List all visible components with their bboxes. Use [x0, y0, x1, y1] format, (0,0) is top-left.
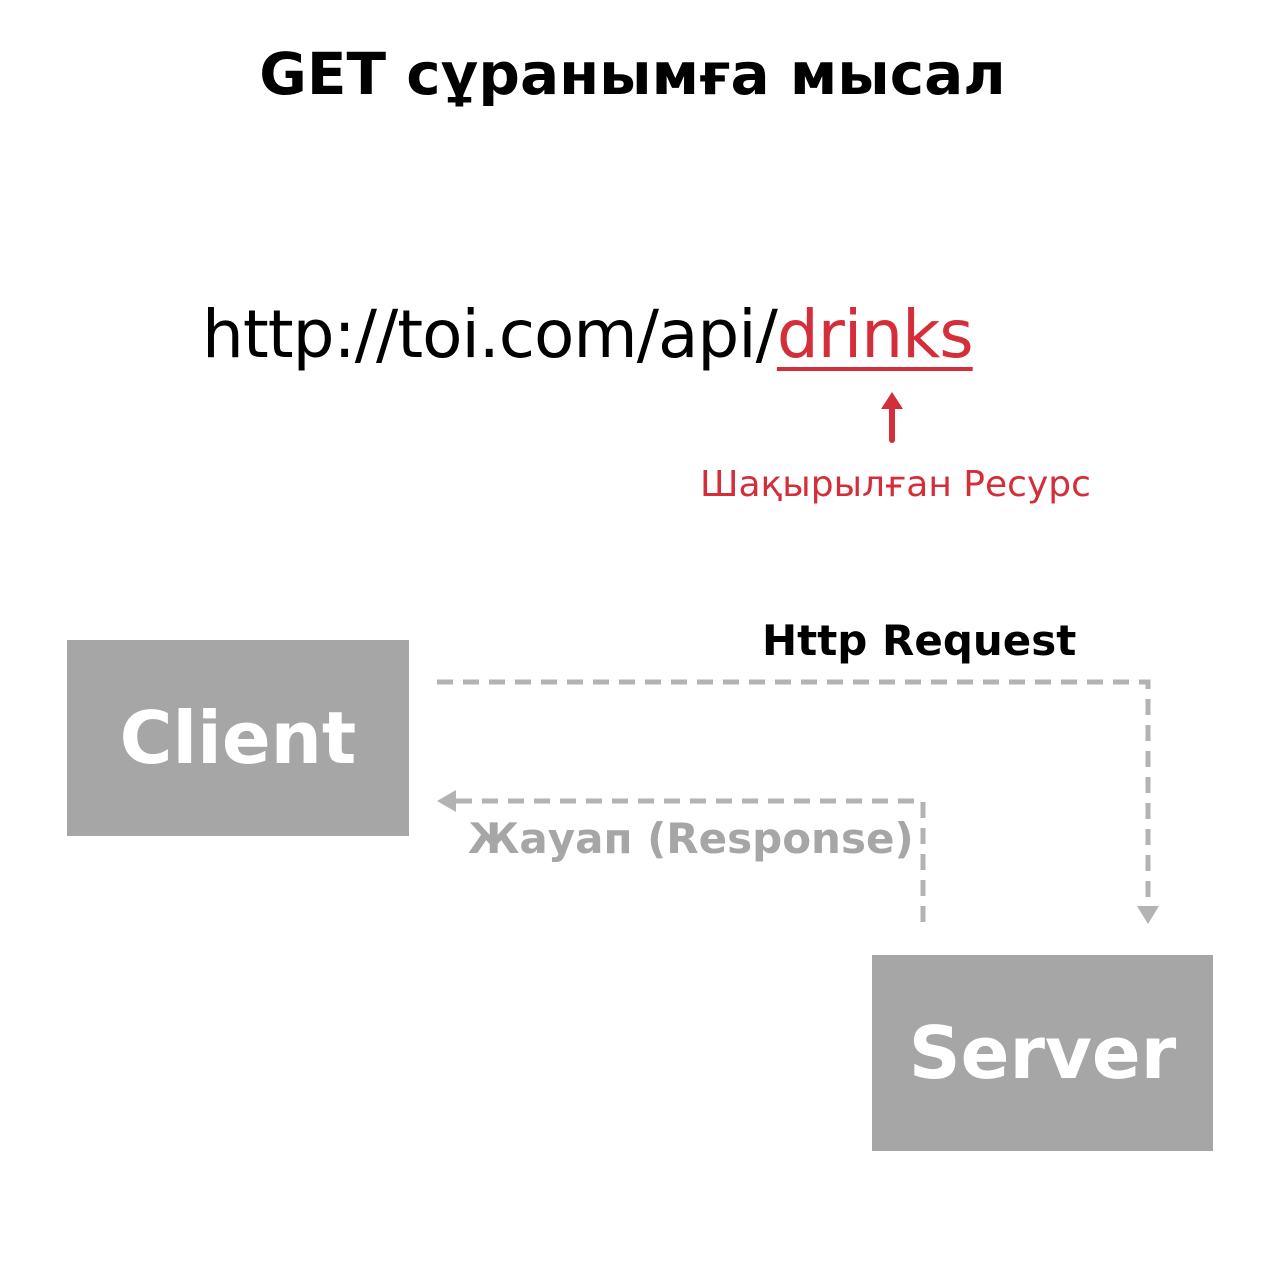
url-prefix: http://toi.com/api/: [202, 296, 778, 373]
request-arrowhead-icon: [1137, 906, 1159, 924]
request-arrow: [437, 679, 1159, 924]
response-label: Жауап (Response): [468, 814, 914, 863]
diagram-title: GET сұранымға мысал: [259, 40, 1006, 108]
resource-label: Шақырылған Ресурс: [700, 464, 1091, 505]
client-box: Client: [67, 640, 409, 836]
client-label: Client: [119, 696, 357, 780]
response-arrow: [437, 790, 926, 922]
request-url: http://toi.com/api/drinks: [202, 296, 974, 373]
url-resource: drinks: [776, 296, 974, 373]
http-request-label: Http Request: [762, 616, 1077, 665]
response-arrowhead-icon: [437, 790, 456, 812]
server-box: Server: [872, 955, 1213, 1151]
resource-pointer-arrow-icon: [881, 392, 903, 443]
server-label: Server: [908, 1011, 1177, 1095]
